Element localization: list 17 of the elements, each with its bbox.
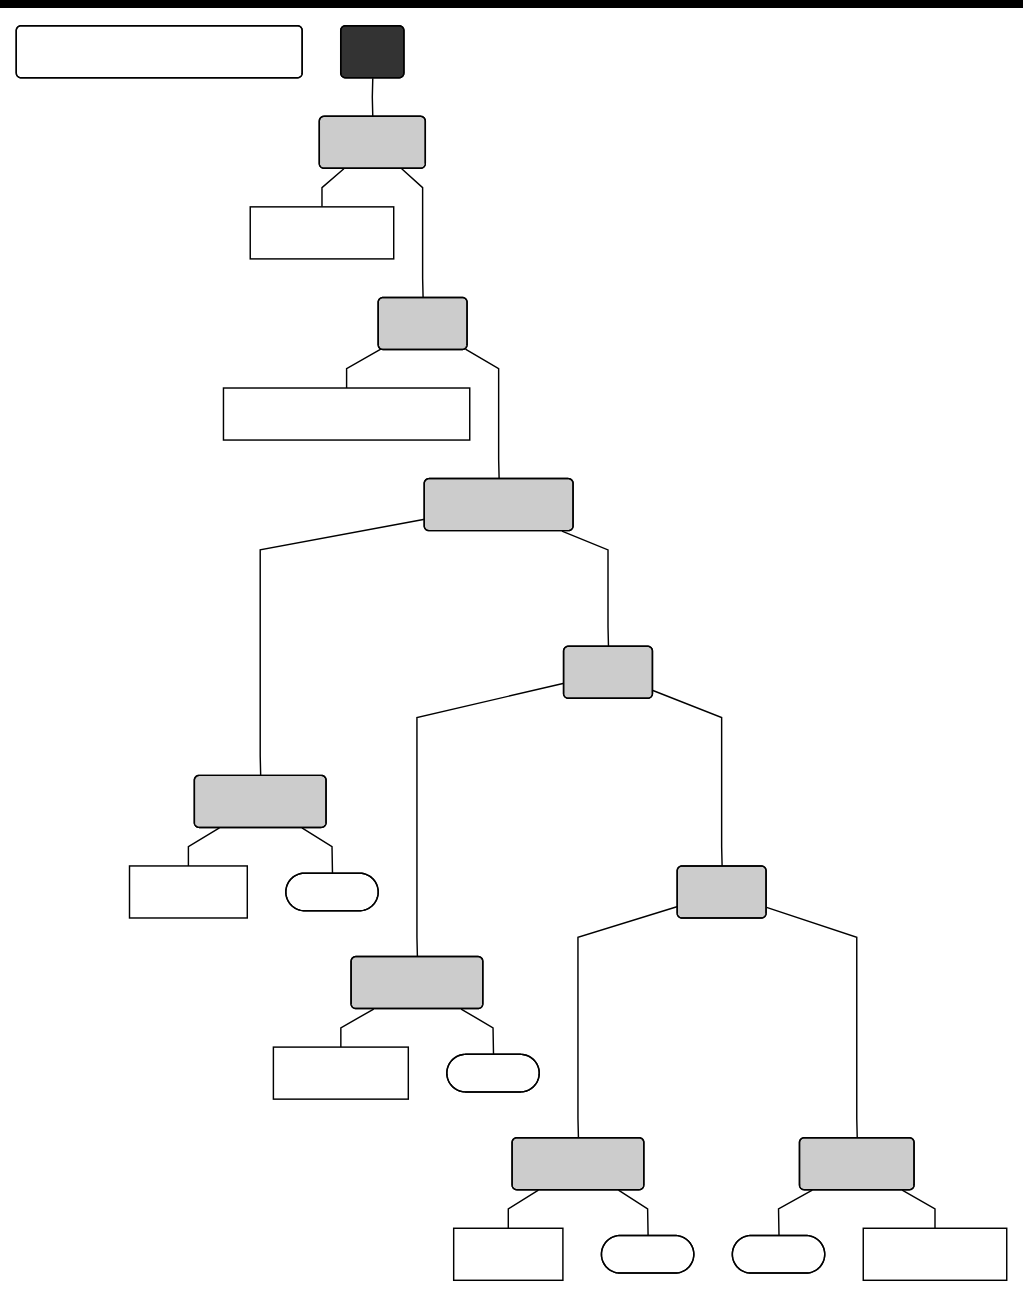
connector [340, 1008, 375, 1048]
connector [561, 530, 610, 648]
connector [464, 348, 500, 480]
connector [187, 827, 221, 867]
node-box [249, 206, 395, 260]
node-box [128, 865, 248, 919]
node-box [862, 1227, 1008, 1281]
connector [321, 168, 345, 208]
connector [400, 168, 424, 299]
connector [371, 77, 374, 118]
node-box [452, 1227, 564, 1281]
connector [507, 1189, 540, 1229]
node-box [222, 387, 471, 441]
node-box [272, 1046, 410, 1100]
connector [345, 348, 382, 389]
connector [617, 1189, 649, 1237]
connector [901, 1189, 936, 1229]
